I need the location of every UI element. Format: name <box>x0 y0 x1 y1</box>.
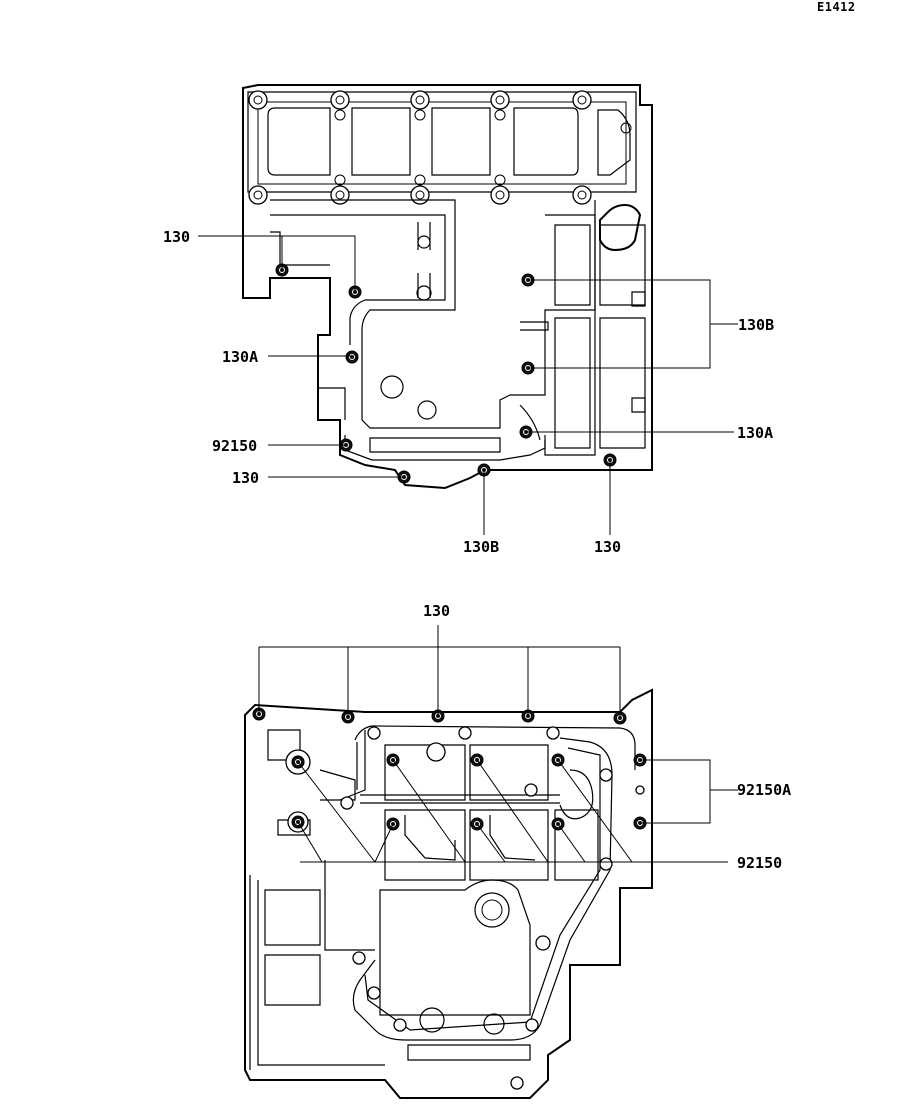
callout-130-bottom: 130 <box>594 538 621 556</box>
callout-130-left: 130 <box>232 469 259 487</box>
callout-130B-bottom: 130B <box>463 538 499 556</box>
callout-130: 130 <box>163 228 190 246</box>
callout-130B: 130B <box>738 316 774 334</box>
callout-92150: 92150 <box>212 437 257 455</box>
callout-130A-right: 130A <box>737 424 773 442</box>
lower-bosses <box>285 726 645 1090</box>
lower-crankcase-drawing <box>244 625 738 1099</box>
upper-crankcase-drawing <box>198 84 738 535</box>
top-view-callouts: 130 130B 130A 92150 130A 130 130B 130 <box>163 228 774 556</box>
bottom-view-callouts: 130 92150A 92150 <box>423 602 791 872</box>
callout-130A: 130A <box>222 348 258 366</box>
diagram-code: E1412 <box>817 0 856 14</box>
callout-92150: 92150 <box>737 854 782 872</box>
callout-92150A: 92150A <box>737 781 791 799</box>
callout-130-top: 130 <box>423 602 450 620</box>
head-bosses <box>248 90 632 205</box>
top-bolts <box>275 263 617 484</box>
